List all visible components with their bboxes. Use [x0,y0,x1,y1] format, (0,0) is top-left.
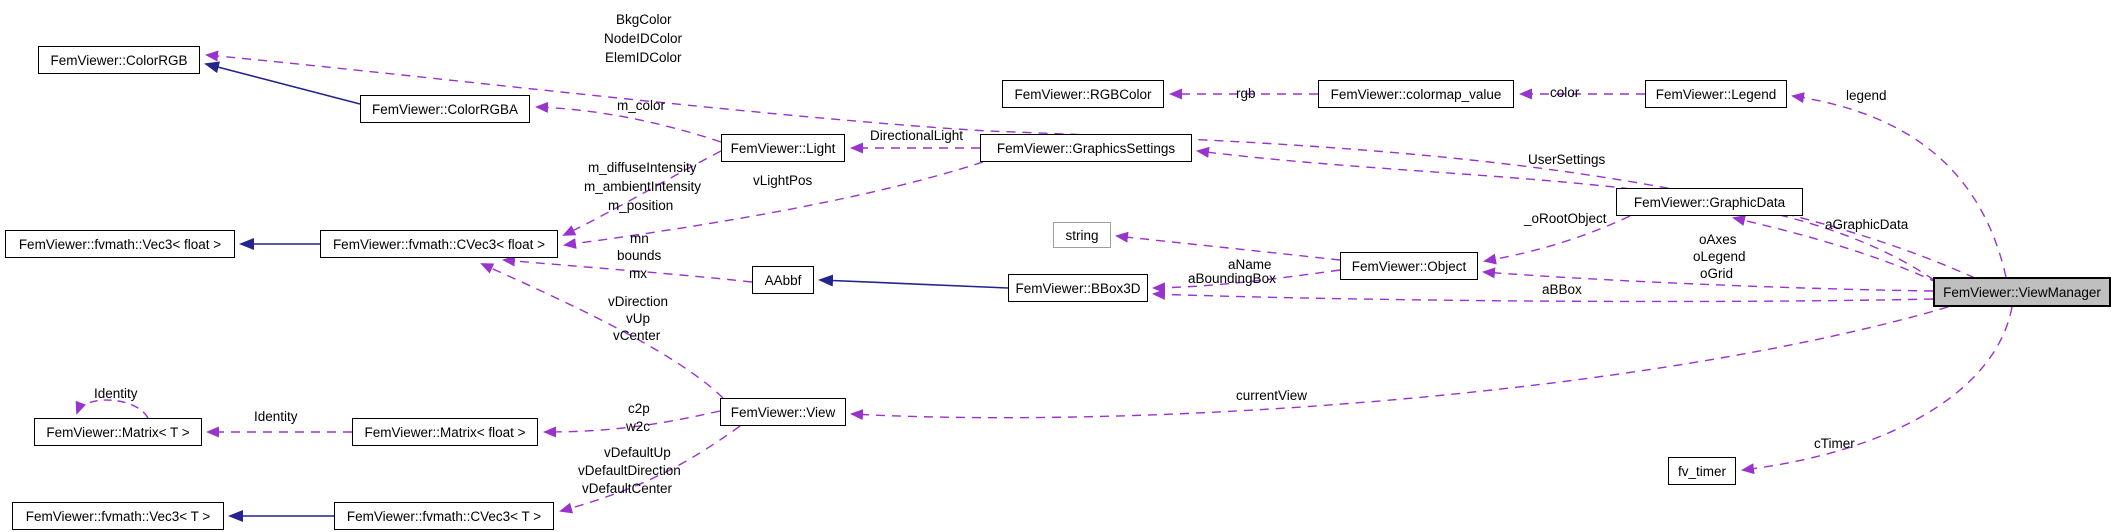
edge-label-vcenter: vCenter [613,328,661,343]
node-cvec3-t[interactable]: FemViewer::fvmath::CVec3< T > [334,502,554,530]
edge-label-vdefaultcenter: vDefaultCenter [582,481,673,496]
edge-label-legend: legend [1846,88,1887,103]
edge-viewmanager-bbox3d [1152,288,1934,303]
edge-label-mposition: m_position [608,198,674,213]
edge-label-mcolor: m_color [617,98,666,113]
edge-label-identity: Identity [254,409,298,424]
node-aabbf[interactable]: AAbbf [752,266,814,294]
edge-label-color: color [1550,85,1580,100]
node-graphicssettings[interactable]: FemViewer::GraphicsSettings [980,134,1192,162]
edge-bbox3d-aabbf [818,274,1009,289]
node-object[interactable]: FemViewer::Object [1340,252,1478,280]
edge-viewmanager-fvtimer [1741,306,2013,475]
node-bbox3d[interactable]: FemViewer::BBox3D [1008,274,1148,302]
edge-light-cvec3float [562,150,722,236]
edge-label-agraphicdata: aGraphicData [1825,217,1909,232]
edge-label-aname: aName [1228,257,1272,272]
edge-matrixt-self [75,399,149,419]
edge-label-nodeidcolor: NodeIDColor [604,31,683,46]
node-matrix-float[interactable]: FemViewer::Matrix< float > [352,418,538,446]
node-vec3-float[interactable]: FemViewer::fvmath::Vec3< float > [5,230,235,258]
edge-view-matrixfloat [543,410,721,438]
edge-label-mdiffuseintensity: m_diffuseIntensity [588,160,697,175]
edge-graphicssettings-cvec3float [563,161,984,249]
edge-object-bbox3d [1152,269,1341,294]
edge-label-vdirection: vDirection [608,294,669,309]
edge-label-rgb: rgb [1236,86,1256,101]
edge-label-oaxes: oAxes [1699,232,1737,247]
edge-label-usersettings: UserSettings [1528,152,1606,167]
edge-label-mambientintensity: m_ambientIntensity [584,179,702,194]
edge-viewmanager-graphicssettings [1196,146,1935,281]
edge-view-cvec3t [559,425,741,514]
node-cvec3-float[interactable]: FemViewer::fvmath::CVec3< float > [320,230,558,258]
edge-aabbf-cvec3float [502,255,753,283]
edge-label-mn: mn [630,231,649,246]
edge-object-string [1115,231,1341,261]
edge-colorrgba-colorrgb [204,61,361,105]
edge-label-currentview: currentView [1236,388,1308,403]
edge-label-w2c: w2c [626,419,651,434]
edge-label-vup: vUp [626,311,651,326]
node-viewmanager: FemViewer::ViewManager [1933,277,2111,307]
edge-view-cvec3float [480,263,724,399]
node-legend[interactable]: FemViewer::Legend [1645,80,1787,108]
node-graphicdata[interactable]: FemViewer::GraphicData [1616,188,1803,216]
edge-label-bkgcolor: BkgColor [616,12,672,27]
edge-label-abbox: aBBox [1542,282,1582,297]
edge-label-elemidcolor: ElemIDColor [605,50,682,65]
edge-label-olegend: oLegend [1693,249,1746,264]
node-vec3-t[interactable]: FemViewer::fvmath::Vec3< T > [12,502,224,530]
node-light[interactable]: FemViewer::Light [721,134,845,162]
edge-label-identity-self: Identity [94,386,138,401]
edge-light-colorrgba [535,101,722,143]
edge-label-vdefaultdirection: vDefaultDirection [578,463,681,478]
node-colorrgb[interactable]: FemViewer::ColorRGB [38,46,200,74]
edge-label-directionallight: DirectionalLight [870,128,964,143]
edge-label-ctimer: cTimer [1814,436,1855,451]
edge-label-aboundingbox: aBoundingBox [1188,271,1276,286]
edge-graphicdata-object [1483,215,1631,265]
node-string[interactable]: string [1053,222,1111,248]
edge-viewmanager-legend [1791,92,2007,278]
node-rgbcolor[interactable]: FemViewer::RGBColor [1002,80,1164,108]
node-fv-timer[interactable]: fv_timer [1668,457,1736,485]
node-view[interactable]: FemViewer::View [720,398,846,426]
edge-label-vlightpos: vLightPos [753,173,813,188]
node-colormapvalue[interactable]: FemViewer::colormap_value [1318,80,1514,108]
edge-label-vdefaultup: vDefaultUp [604,445,671,460]
edge-label-ogrid: oGrid [1700,266,1734,281]
node-matrix-t[interactable]: FemViewer::Matrix< T > [34,418,202,446]
node-colorrgba[interactable]: FemViewer::ColorRGBA [360,95,530,123]
edge-label-c2p: c2p [628,401,650,416]
edge-viewmanager-view [850,306,1949,421]
edge-label-mx: mx [629,266,647,281]
edge-label-bounds: bounds [617,248,662,263]
edge-label-orootobject: _oRootObject [1524,211,1607,226]
